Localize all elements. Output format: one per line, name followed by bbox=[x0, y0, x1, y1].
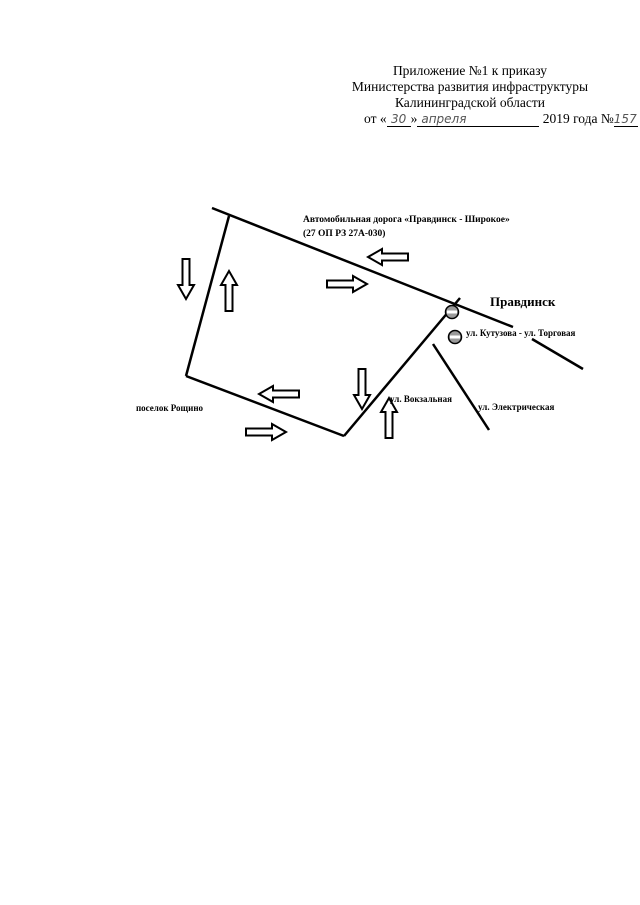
date-mid: » bbox=[410, 111, 418, 126]
road-elektricheskaya bbox=[431, 343, 491, 431]
order-date-line: от «30»апреля 2019 года №157 bbox=[350, 111, 638, 127]
road-roshchino bbox=[185, 374, 345, 438]
handwritten-order-number: 157 bbox=[613, 112, 637, 126]
road-vokzalnaya bbox=[343, 297, 461, 437]
arrow-up-icon bbox=[220, 270, 238, 312]
arrow-down-icon bbox=[353, 368, 371, 410]
ministry-name: Министерства развития инфраструктуры bbox=[351, 79, 589, 94]
handwritten-day: 30 bbox=[390, 112, 407, 126]
no-entry-sign-icon bbox=[444, 304, 460, 320]
road-detour-west bbox=[184, 215, 231, 377]
arrow-down-icon bbox=[177, 258, 195, 300]
date-prefix: от « bbox=[364, 111, 387, 126]
region-name: Калининградской области bbox=[394, 95, 546, 110]
road-east-segment bbox=[531, 337, 584, 371]
town-label: Правдинск bbox=[490, 294, 556, 309]
road-pravdinsk-shirokoe bbox=[211, 206, 514, 329]
arrow-right-icon bbox=[245, 423, 287, 441]
road-name-label: Автомобильная дорога «Правдинск - Широко… bbox=[303, 214, 510, 225]
date-year: 2019 года № bbox=[542, 111, 614, 126]
road-code-label: (27 ОП РЗ 27А-030) bbox=[303, 228, 385, 239]
appendix-title: Приложение №1 к приказу bbox=[392, 63, 548, 78]
arrow-right-icon bbox=[326, 275, 368, 293]
street-vokzalnaya-label: ул. Вокзальная bbox=[390, 394, 452, 404]
village-label: поселок Рощино bbox=[136, 403, 204, 413]
street-elektricheskaya-label: ул. Электрическая bbox=[478, 402, 554, 412]
arrow-up-icon bbox=[380, 397, 398, 439]
arrow-left-icon bbox=[258, 385, 300, 403]
handwritten-month: апреля bbox=[421, 112, 467, 126]
appendix-header: Приложение №1 к приказу Министерства раз… bbox=[350, 63, 638, 127]
street-kutuzova-label: ул. Кутузова - ул. Торговая bbox=[466, 328, 576, 338]
arrow-left-icon bbox=[367, 248, 409, 266]
no-entry-sign-icon bbox=[447, 329, 463, 345]
